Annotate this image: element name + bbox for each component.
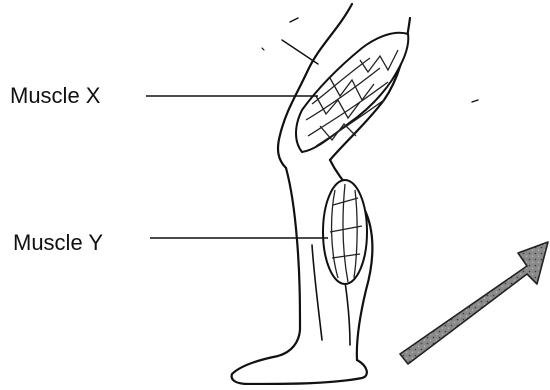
diagonal-arrow-icon [400,242,548,364]
muscle-y-shape [323,180,367,284]
muscle-x-label: Muscle X [10,85,100,107]
muscle-y-label: Muscle Y [13,232,103,254]
muscle-x-shape [296,33,408,152]
